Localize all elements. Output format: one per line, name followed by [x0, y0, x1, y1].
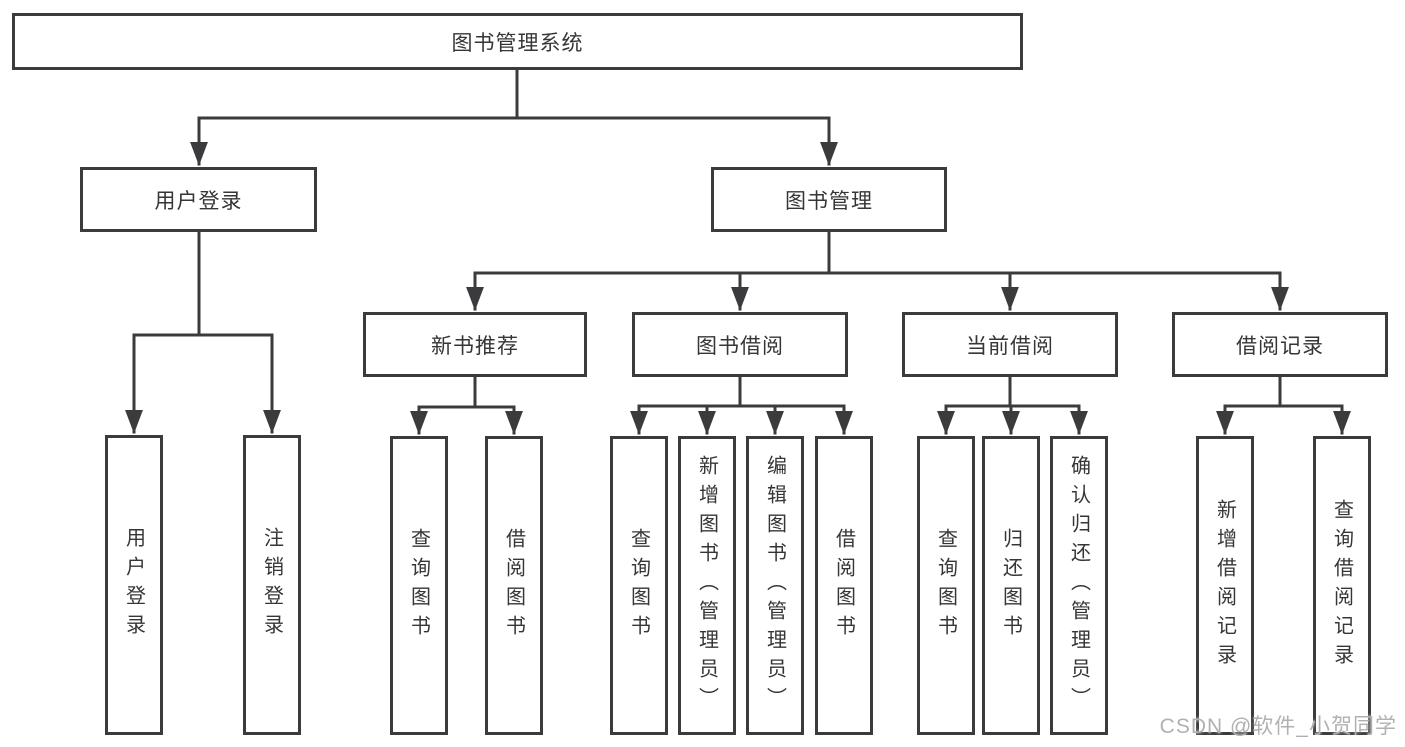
- node-label: 确认归还（管理员）: [1067, 455, 1090, 716]
- node-label: 图书管理系统: [451, 31, 584, 55]
- node-label: 借阅图书: [502, 527, 525, 644]
- node-label: 用户登录: [122, 527, 145, 643]
- node-label: 归还图书: [999, 527, 1022, 644]
- node-label: 新增借阅记录: [1213, 498, 1236, 673]
- node-label: 新书推荐: [431, 334, 519, 358]
- connector-user-login-children: [125, 230, 281, 434]
- connector-current-borrow-children: [937, 375, 1088, 435]
- connector-line: [132, 230, 274, 337]
- connector-line: [1223, 375, 1344, 408]
- node-new-book-recommendation: 新书推荐: [363, 312, 587, 377]
- node-label: 图书借阅: [696, 334, 784, 358]
- connector-root-to-level2: [190, 68, 838, 166]
- watermark: CSDN @软件_小贺同学: [1159, 715, 1397, 738]
- connector-borrow-records-children: [1216, 375, 1351, 435]
- node-label: 图书管理: [785, 189, 873, 213]
- connector-book-borrow-children: [630, 375, 853, 435]
- node-borrowing-records: 借阅记录: [1172, 312, 1388, 377]
- leaf-user-login: 用户登录: [105, 435, 163, 735]
- leaf-borrow-books-1: 借阅图书: [485, 436, 543, 735]
- node-current-borrowing: 当前借阅: [902, 312, 1118, 377]
- connector-line: [473, 230, 1282, 275]
- leaf-add-borrow-record: 新增借阅记录: [1196, 436, 1254, 735]
- node-label: 查询图书: [627, 527, 650, 644]
- node-label: 查询借阅记录: [1330, 498, 1353, 673]
- connector-new-book-children: [410, 375, 523, 435]
- node-label: 注销登录: [260, 527, 283, 643]
- connector-line: [417, 375, 516, 409]
- node-label: 当前借阅: [966, 334, 1054, 358]
- node-label: 新增图书（管理员）: [695, 455, 718, 716]
- node-label: 编辑图书（管理员）: [763, 455, 786, 716]
- leaf-edit-book-admin: 编辑图书（管理员）: [746, 436, 804, 735]
- connector-line: [944, 375, 1081, 408]
- connector-line: [197, 68, 831, 120]
- node-label: 查询图书: [934, 527, 957, 644]
- node-book-borrowing: 图书借阅: [632, 312, 848, 377]
- connector-line: [637, 375, 846, 408]
- node-label: 借阅记录: [1236, 334, 1324, 358]
- leaf-query-books-1: 查询图书: [390, 436, 448, 735]
- leaf-logout: 注销登录: [243, 435, 301, 735]
- leaf-confirm-return-admin: 确认归还（管理员）: [1050, 436, 1108, 735]
- leaf-borrow-books-2: 借阅图书: [815, 436, 873, 735]
- node-label: 借阅图书: [832, 527, 855, 644]
- node-book-management: 图书管理: [711, 167, 947, 232]
- node-library-management-system: 图书管理系统: [12, 13, 1023, 70]
- node-label: 查询图书: [407, 527, 430, 644]
- node-user-login: 用户登录: [80, 167, 317, 232]
- leaf-return-books: 归还图书: [982, 436, 1040, 735]
- leaf-query-books-3: 查询图书: [917, 436, 975, 735]
- node-label: 用户登录: [154, 189, 243, 213]
- leaf-add-book-admin: 新增图书（管理员）: [678, 436, 736, 735]
- leaf-query-borrow-record: 查询借阅记录: [1313, 436, 1371, 735]
- connector-book-management-children: [466, 230, 1289, 311]
- leaf-query-books-2: 查询图书: [610, 436, 668, 735]
